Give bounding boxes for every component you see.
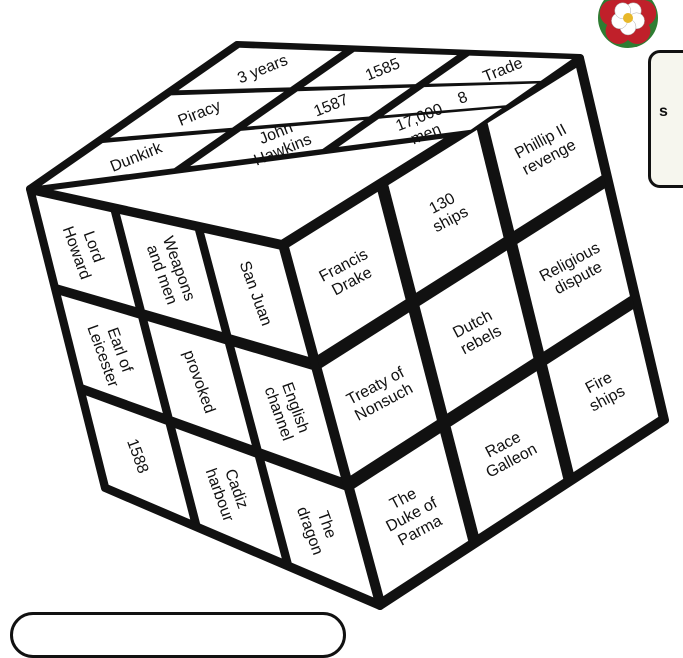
bottom-speech-bubble: [10, 612, 346, 658]
side-panel-text: s: [659, 103, 668, 121]
rose-center: [623, 13, 633, 23]
side-panel: s: [648, 50, 683, 188]
tudor-rose-icon: [598, 0, 658, 48]
